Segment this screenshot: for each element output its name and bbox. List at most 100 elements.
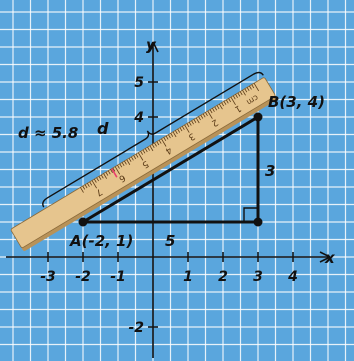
ruler-tick [228,98,231,103]
ruler-tick [105,171,109,176]
ruler-tick [144,148,148,153]
right-triangle [78,112,263,227]
distance-approx-label: d ≈ 5.8 [18,124,78,142]
ruler-tick [200,114,204,119]
ruler-tick [140,151,144,155]
ruler-tick [223,101,227,105]
ruler-number: 4 [163,144,173,156]
ruler-tick [107,170,111,175]
ruler-tick [221,102,225,107]
ruler-tick [191,120,194,125]
distance-label: d [97,119,109,138]
y-tick-label: -2 [128,320,144,336]
ruler-tick [251,84,255,89]
ruler-number: 3 [186,130,196,142]
ruler-tick [172,131,177,138]
ruler-tick [135,153,139,158]
ruler-tick [142,149,146,154]
ruler-tick [225,99,229,104]
ruler-tick [214,106,218,111]
x-axis-label: x [324,249,336,267]
ruler-face [10,77,276,248]
ruler-tick [193,119,197,123]
ruler-tick [246,87,250,92]
ruler-tick [96,177,100,182]
x-tick-label: -1 [110,269,126,285]
ruler-tick [112,167,116,172]
ruler-tick [137,152,144,161]
ruler-tick [188,121,192,126]
ruler-tick [117,164,120,169]
ruler-tick [209,109,213,114]
ruler-tick [177,128,181,133]
ruler-tick [154,142,157,147]
ruler-tick [98,176,102,180]
ruler-tick [156,141,160,146]
diagram-labels: A(-2, 1) B(3, 4) 5 3 d d ≈ 5.8 x y [18,36,336,267]
ruler-tick [239,91,243,96]
ruler-tick [100,174,104,179]
ruler-tick [121,162,125,167]
x-tick-label: 3 [253,269,263,285]
ruler-number: 5 [140,158,150,170]
ruler-tick [165,135,169,140]
y-axis-label: y [146,36,157,54]
ruler-tick [184,124,190,133]
ruler-tick [89,181,93,186]
ruler-tick [128,158,132,162]
ruler-tick [249,85,252,90]
ruler-tick [161,138,167,147]
ruler-tick [205,112,208,117]
ruler-number: 7 [94,186,104,198]
ruler-number: 6 [117,172,127,184]
ruler-tick [87,183,90,187]
ruler-tick [110,169,113,173]
ruler-tick [218,103,223,110]
ruler-tick [186,123,190,128]
ruler-tick [103,173,107,179]
ruler-tick [198,116,201,121]
segment-ab [82,115,259,224]
y-tick-label: 5 [134,75,144,91]
ruler-number: 2 [209,116,219,128]
ruler-tick [151,144,155,148]
ruler-tick [133,155,137,160]
ruler-tick [195,117,200,124]
ruler-tick [207,110,213,119]
ruler-tick [131,156,134,161]
x-tick-label: -2 [75,269,91,285]
ruler-tick [149,145,154,152]
ruler-tick [230,96,236,106]
x-axis-arrow [319,251,331,263]
y-tick-label: 4 [133,110,144,126]
ruler-tick [126,159,131,165]
ruler-tick [84,184,88,189]
ruler-tick [181,126,185,130]
ruler-tick [242,89,246,96]
ruler-tick [158,139,162,144]
point-c [253,217,263,227]
point-a [78,217,88,227]
ruler-tick [93,178,97,183]
ruler-tick [235,94,238,98]
horizontal-leg-label: 5 [165,232,175,250]
ruler-tick [202,113,206,118]
ruler-tick [244,88,248,93]
ruler-number: 1 [233,102,243,114]
ruler-tick [253,83,260,92]
ruler-tick [179,127,183,132]
ruler-tick [212,108,215,112]
ruler-tick [174,130,178,135]
ruler-tick [216,105,220,110]
ruler-tick [163,137,167,142]
ruler-tick [237,92,241,97]
ruler-tick [82,185,86,190]
point-b [253,112,263,122]
ruler-tick [147,146,150,151]
y-axis-arrow [147,41,159,53]
x-tick-label: 2 [218,269,228,285]
